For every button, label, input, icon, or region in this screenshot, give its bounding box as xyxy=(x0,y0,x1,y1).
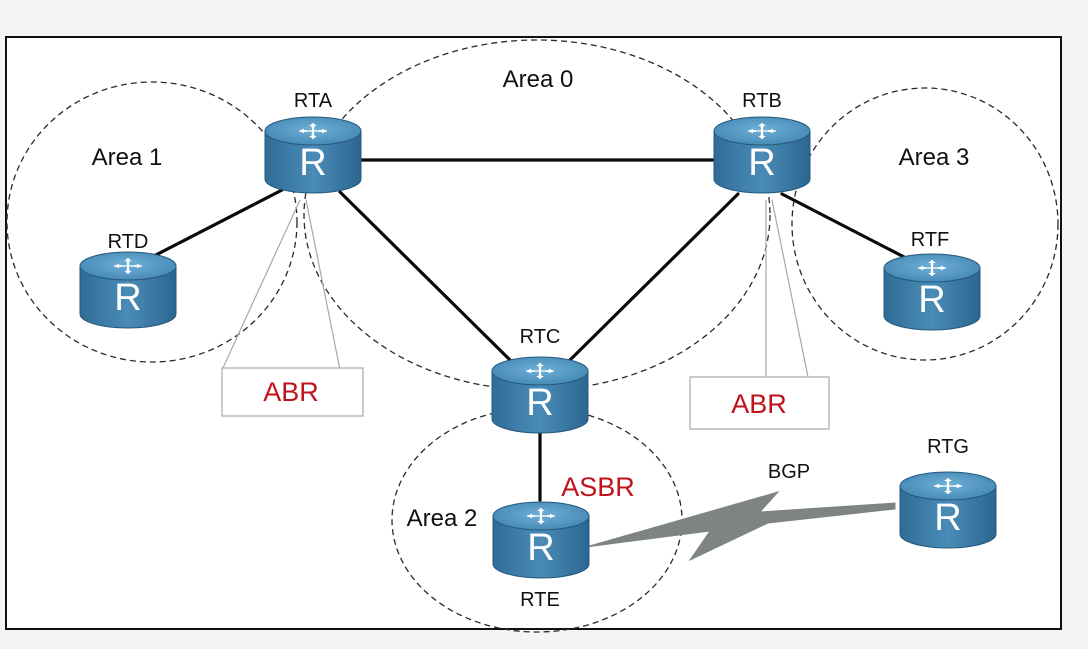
router-label-rtc: RTC xyxy=(520,326,561,348)
router-icon: R xyxy=(492,501,590,579)
router-icon: R xyxy=(883,253,981,331)
router-label-rtb: RTB xyxy=(742,90,782,112)
abr-left-label: ABR xyxy=(263,377,319,407)
router-glyph-rtd: R xyxy=(114,277,141,319)
abr-left-leader-1 xyxy=(221,199,301,371)
area-3-label: Area 3 xyxy=(899,144,970,171)
router-glyph-rte: R xyxy=(527,527,554,569)
router-glyph-rtg: R xyxy=(934,497,961,539)
abr-right-leader-2 xyxy=(771,199,809,378)
abr-right-label: ABR xyxy=(731,389,787,419)
link-rtb-rtc xyxy=(566,192,740,364)
router-label-rtg: RTG xyxy=(927,436,969,458)
links xyxy=(148,158,908,502)
area-0-label: Area 0 xyxy=(503,66,574,93)
area-1-label: Area 1 xyxy=(92,144,163,171)
routers: R R R R R R R xyxy=(79,116,997,579)
router-icon: R xyxy=(491,356,589,434)
router-glyph-rtb: R xyxy=(748,142,775,184)
router-glyph-rtc: R xyxy=(526,382,553,424)
area-1-boundary xyxy=(6,81,298,363)
router-rtc: R xyxy=(491,356,589,434)
router-rta: R xyxy=(264,116,362,194)
router-label-rtd: RTD xyxy=(108,231,149,253)
asbr-label: ASBR xyxy=(561,472,635,502)
router-rte: R xyxy=(492,501,590,579)
area-3-boundary xyxy=(791,87,1059,361)
router-icon: R xyxy=(899,471,997,549)
abr-left-leader-2 xyxy=(305,199,341,371)
abr-right-box xyxy=(689,376,830,430)
router-label-rte: RTE xyxy=(520,589,560,611)
bgp-label: BGP xyxy=(768,461,810,483)
area-2-label: Area 2 xyxy=(407,505,478,532)
link-rtb-rtf xyxy=(780,192,908,260)
router-icon: R xyxy=(264,116,362,194)
callouts: ABR ABR ASBR BGP xyxy=(221,199,830,502)
router-glyph-rta: R xyxy=(299,142,326,184)
router-rtd: R xyxy=(79,251,177,329)
router-icon: R xyxy=(713,116,811,194)
link-rta-rtd xyxy=(148,188,284,260)
link-rta-rtc xyxy=(338,190,514,364)
router-rtb: R xyxy=(713,116,811,194)
abr-left-box xyxy=(221,367,364,417)
router-rtg: R xyxy=(899,471,997,549)
router-glyph-rtf: R xyxy=(918,279,945,321)
router-icon: R xyxy=(79,251,177,329)
router-rtf: R xyxy=(883,253,981,331)
router-label-rtf: RTF xyxy=(911,229,950,251)
bgp-link-rte-rtg xyxy=(585,491,896,562)
router-label-rta: RTA xyxy=(294,90,333,112)
